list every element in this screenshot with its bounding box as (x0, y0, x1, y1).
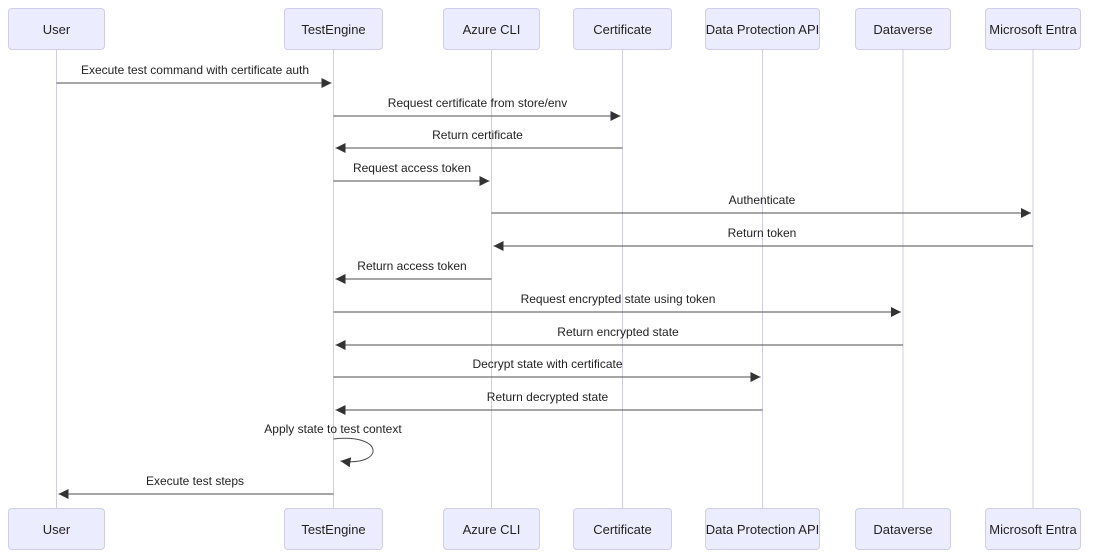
message-label-12: Apply state to test context (264, 422, 402, 436)
actor-testengine-bottom: TestEngine (284, 508, 383, 550)
actor-dataverse-top: Dataverse (855, 8, 951, 50)
message-label-4: Request access token (352, 161, 472, 175)
actor-data-protection-api-top: Data Protection API (705, 8, 820, 50)
actor-azure-cli-top: Azure CLI (443, 8, 540, 50)
message-label-6: Return token (727, 226, 797, 240)
actor-data-protection-api-bottom: Data Protection API (705, 508, 820, 550)
actor-microsoft-entra-top: Microsoft Entra (985, 8, 1081, 50)
message-self-loop-12 (333, 437, 374, 468)
actor-certificate-bottom: Certificate (573, 508, 672, 550)
actor-microsoft-entra-bottom: Microsoft Entra (985, 508, 1081, 550)
actor-user-bottom: User (8, 508, 105, 550)
message-label-7: Return access token (357, 259, 467, 273)
actor-testengine-top: TestEngine (284, 8, 383, 50)
message-label-9: Return encrypted state (557, 325, 679, 339)
message-label-10: Decrypt state with certificate (472, 357, 623, 371)
actor-user-top: User (8, 8, 105, 50)
message-label-5: Authenticate (728, 193, 796, 207)
actor-dataverse-bottom: Dataverse (855, 508, 951, 550)
message-label-2: Request certificate from store/env (387, 96, 568, 110)
actor-certificate-top: Certificate (573, 8, 672, 50)
message-label-1: Execute test command with certificate au… (80, 63, 310, 77)
actor-azure-cli-bottom: Azure CLI (443, 508, 540, 550)
message-label-13: Execute test steps (145, 474, 245, 488)
message-label-11: Return decrypted state (486, 390, 609, 404)
message-label-3: Return certificate (432, 128, 523, 142)
message-label-8: Request encrypted state using token (520, 292, 716, 306)
